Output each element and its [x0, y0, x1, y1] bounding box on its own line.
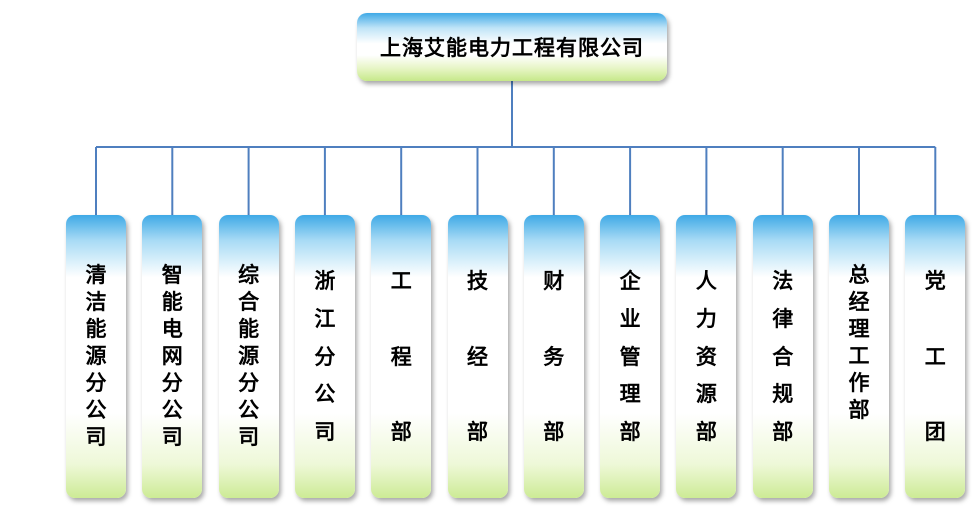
department-label-char: 经 — [467, 344, 488, 369]
department-node-3: 综合能源分公司 — [218, 215, 279, 498]
department-label-char: 司 — [314, 420, 336, 444]
department-label-char: 合 — [772, 344, 794, 369]
department-label-char: 部 — [695, 420, 717, 444]
department-label-char: 管 — [619, 344, 641, 369]
department-label: 企业管理部 — [600, 271, 660, 443]
department-label-char: 分 — [238, 371, 260, 395]
department-label: 浙江分公司 — [295, 271, 355, 443]
department-node-12: 党工团 — [905, 215, 966, 498]
department-label-char: 总 — [848, 263, 870, 287]
department-label-char: 分 — [161, 371, 183, 395]
department-label-char: 工 — [848, 344, 870, 368]
department-label-char: 务 — [543, 344, 565, 369]
department-label-char: 理 — [619, 382, 641, 407]
department-label: 法律合规部 — [753, 271, 813, 443]
department-label-char: 分 — [85, 371, 107, 395]
department-label-char: 企 — [619, 269, 641, 293]
department-node-6: 技经部 — [447, 215, 508, 498]
department-label-char: 司 — [238, 425, 260, 449]
department-label-char: 部 — [619, 420, 641, 444]
department-label-char: 部 — [543, 420, 565, 444]
department-label: 人力资源部 — [676, 271, 736, 443]
department-label-char: 公 — [161, 398, 183, 422]
department-label-char: 司 — [85, 425, 107, 449]
department-label-char: 规 — [772, 382, 794, 407]
department-label-char: 浙 — [314, 269, 336, 293]
department-label-char: 司 — [161, 425, 183, 449]
department-label-char: 分 — [314, 344, 336, 369]
root-label: 上海艾能电力工程有限公司 — [380, 36, 644, 60]
department-node-2: 智能电网分公司 — [142, 215, 203, 498]
department-label: 清洁能源分公司 — [66, 265, 126, 448]
department-label: 工程部 — [371, 271, 431, 443]
department-label-char: 智 — [161, 263, 183, 287]
department-label-char: 部 — [848, 398, 870, 422]
department-label-char: 力 — [695, 306, 717, 331]
department-label-char: 公 — [314, 382, 336, 407]
department-label-char: 清 — [85, 263, 107, 287]
department-label-char: 工 — [390, 269, 412, 293]
department-label: 智能电网分公司 — [142, 265, 202, 448]
department-label-char: 能 — [161, 290, 183, 314]
department-node-5: 工程部 — [371, 215, 432, 498]
department-label: 党工团 — [905, 271, 965, 443]
department-node-1: 清洁能源分公司 — [66, 215, 126, 498]
department-label-char: 洁 — [85, 290, 107, 314]
department-node-7: 财务部 — [523, 215, 584, 498]
department-label-char: 程 — [390, 344, 412, 369]
department-label-char: 源 — [695, 382, 717, 407]
department-label-char: 能 — [238, 317, 260, 341]
department-label-char: 经 — [848, 290, 870, 314]
department-node-4: 浙江分公司 — [294, 215, 355, 498]
department-label: 综合能源分公司 — [219, 265, 279, 448]
department-node-10: 法律合规部 — [752, 215, 813, 498]
department-node-11: 总经理工作部 — [829, 215, 889, 498]
department-label-char: 公 — [85, 398, 107, 422]
department-label-char: 工 — [924, 344, 946, 369]
department-label-char: 能 — [85, 317, 107, 341]
department-label-char: 技 — [467, 269, 488, 293]
department-label-char: 合 — [238, 290, 260, 314]
department-label: 总经理工作部 — [829, 265, 889, 421]
department-label-char: 源 — [85, 344, 107, 368]
department-label-char: 团 — [924, 420, 946, 444]
department-label-char: 部 — [390, 420, 412, 444]
department-label: 技经部 — [448, 271, 508, 443]
department-label-char: 理 — [848, 317, 870, 341]
department-label-char: 业 — [619, 306, 641, 331]
department-label-char: 党 — [924, 269, 946, 293]
department-node-8: 企业管理部 — [600, 215, 661, 498]
root-node: 上海艾能电力工程有限公司 — [357, 13, 667, 81]
department-label-char: 网 — [161, 344, 183, 368]
department-label-char: 综 — [238, 263, 260, 287]
department-label-char: 源 — [238, 344, 260, 368]
department-label: 财务部 — [524, 271, 584, 443]
department-label-char: 公 — [238, 398, 260, 422]
department-label-char: 江 — [314, 306, 336, 331]
department-label-char: 法 — [772, 269, 794, 293]
department-label-char: 作 — [848, 371, 870, 395]
department-label-char: 人 — [695, 269, 717, 293]
department-label-char: 律 — [772, 306, 794, 331]
department-label-char: 资 — [695, 344, 717, 369]
department-label-char: 电 — [161, 317, 183, 341]
department-label-char: 财 — [543, 269, 565, 293]
department-label-char: 部 — [772, 420, 794, 444]
department-node-9: 人力资源部 — [676, 215, 737, 498]
department-label-char: 部 — [467, 420, 488, 444]
